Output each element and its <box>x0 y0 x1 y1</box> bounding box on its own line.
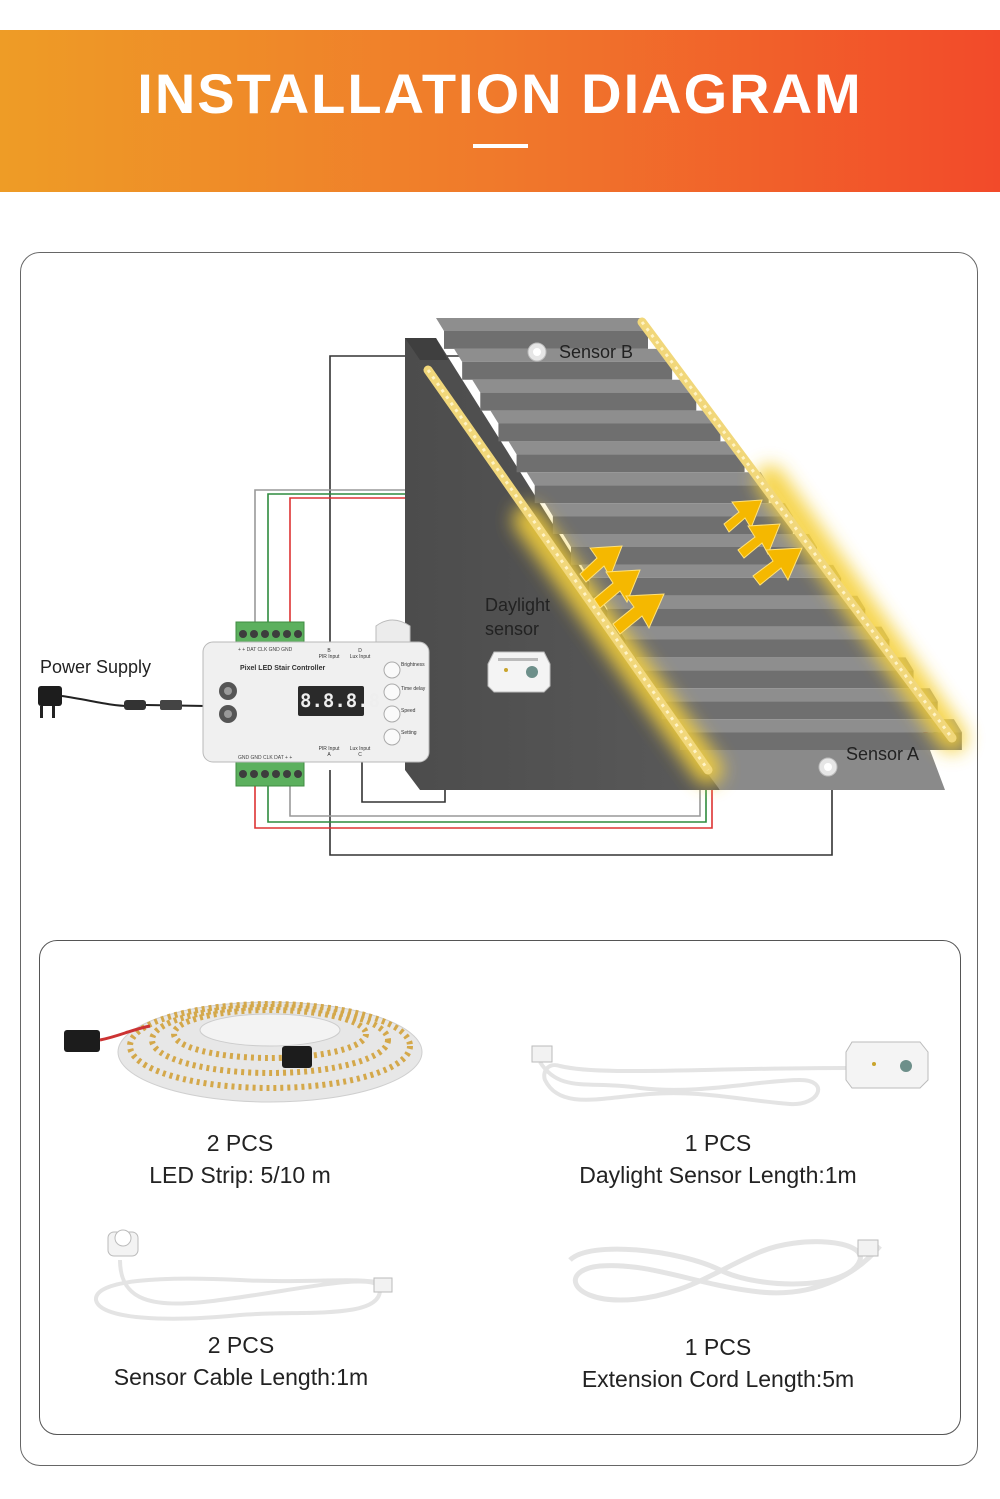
extension-cord <box>568 1239 882 1303</box>
stair-landing <box>690 750 945 790</box>
item-quantity: 2 PCS <box>206 1130 274 1156</box>
wire-top-white <box>254 489 410 622</box>
sensor-a-device <box>818 757 838 777</box>
port-a-label: PIR Input A <box>318 746 340 758</box>
stair-controller <box>202 619 430 787</box>
terminal-top-label: + + DAT CLK GND GND <box>238 647 293 653</box>
stair-riser <box>589 577 842 596</box>
stair-riser <box>625 639 890 658</box>
speed-button-label: Speed <box>401 708 416 714</box>
stair-riser <box>516 454 745 473</box>
arrow-icon <box>752 547 803 586</box>
arrow-icon <box>612 593 665 635</box>
port-b-label: B PIR Input <box>318 648 340 660</box>
sensor-a-label: Sensor A <box>846 744 920 764</box>
brightness-button-label: Brightness <box>401 662 425 668</box>
stair-tread <box>472 379 697 393</box>
led-strip-left <box>423 365 723 785</box>
wire-bottom-red <box>254 780 713 829</box>
terminal-bottom-label: GND GND CLK DAT + + <box>238 755 293 761</box>
led-strip-right <box>637 317 967 753</box>
daylight-sensor-cable <box>531 1041 929 1107</box>
item-description: Sensor Cable Length:1m <box>113 1364 369 1390</box>
power-adapter <box>38 686 207 718</box>
daylight-sensor-device <box>487 651 551 693</box>
package-contents-frame <box>39 940 961 1435</box>
stair-riser <box>643 670 914 689</box>
stair-tread <box>635 657 914 671</box>
arrow-icon <box>593 569 641 609</box>
stair-riser <box>571 546 817 565</box>
wire-sensor-a <box>329 770 833 856</box>
item-description: Daylight Sensor Length:1m <box>579 1162 857 1188</box>
stair-tread <box>653 688 938 702</box>
stair-tread <box>508 441 745 455</box>
light-direction-arrows <box>579 499 803 635</box>
staircase-steps <box>436 318 962 790</box>
item-quantity: 1 PCS <box>684 1130 752 1156</box>
header-banner <box>0 30 1000 192</box>
stair-riser <box>607 608 866 627</box>
item-led-strip: 2 PCS LED Strip: 5/10 m <box>90 1127 390 1191</box>
stair-tread <box>671 719 962 733</box>
item-extension-cord: 1 PCS Extension Cord Length:5m <box>538 1331 898 1395</box>
wire-top-red <box>289 497 410 622</box>
power-supply-label: Power Supply <box>40 657 152 677</box>
stair-tread <box>436 318 648 331</box>
led-strip-reel <box>64 1001 423 1103</box>
item-quantity: 1 PCS <box>684 1334 752 1360</box>
stair-tread <box>454 348 673 362</box>
stair-riser <box>480 392 697 411</box>
stair-riser <box>462 361 673 380</box>
stair-tread <box>563 534 817 547</box>
stair-riser <box>679 732 962 750</box>
item-sensor-cable: 2 PCS Sensor Cable Length:1m <box>80 1329 402 1393</box>
page-title: INSTALLATION DIAGRAM <box>137 62 863 125</box>
time-delay-button-label: Time delay <box>401 686 426 692</box>
controller-display: 8.8.8.8 <box>300 690 381 712</box>
arrow-icon <box>723 499 763 533</box>
staircase-side-shade <box>405 338 448 360</box>
stair-riser <box>661 701 938 720</box>
item-description: LED Strip: 5/10 m <box>149 1162 331 1188</box>
controller-title: Pixel LED Stair Controller <box>240 665 326 672</box>
item-description: Extension Cord Length:5m <box>581 1366 855 1392</box>
stair-tread <box>526 472 769 486</box>
stair-riser <box>534 485 769 504</box>
stair-tread <box>544 503 793 517</box>
stair-tread <box>599 595 866 609</box>
title-underline <box>473 144 528 148</box>
daylight-sensor-label: Daylight sensor <box>485 595 551 639</box>
wire-bottom-green <box>267 780 707 823</box>
port-c-label: Lux Input C <box>349 746 371 758</box>
item-daylight-sensor: 1 PCS Daylight Sensor Length:1m <box>538 1127 898 1191</box>
stair-tread <box>490 410 721 424</box>
wire-top-green <box>267 493 410 622</box>
stair-riser <box>498 423 721 442</box>
item-quantity: 2 PCS <box>207 1332 275 1358</box>
sensor-b-device <box>527 342 547 362</box>
sensor-b-label: Sensor B <box>559 342 634 362</box>
diagram-frame <box>20 252 978 1466</box>
port-d-label: D Lux Input <box>349 648 371 660</box>
stair-tread <box>617 626 890 640</box>
setting-button-label: Setting <box>401 730 417 736</box>
sensor-cable <box>94 1229 393 1321</box>
wire-bottom-white <box>289 780 701 817</box>
stair-riser <box>444 330 648 349</box>
